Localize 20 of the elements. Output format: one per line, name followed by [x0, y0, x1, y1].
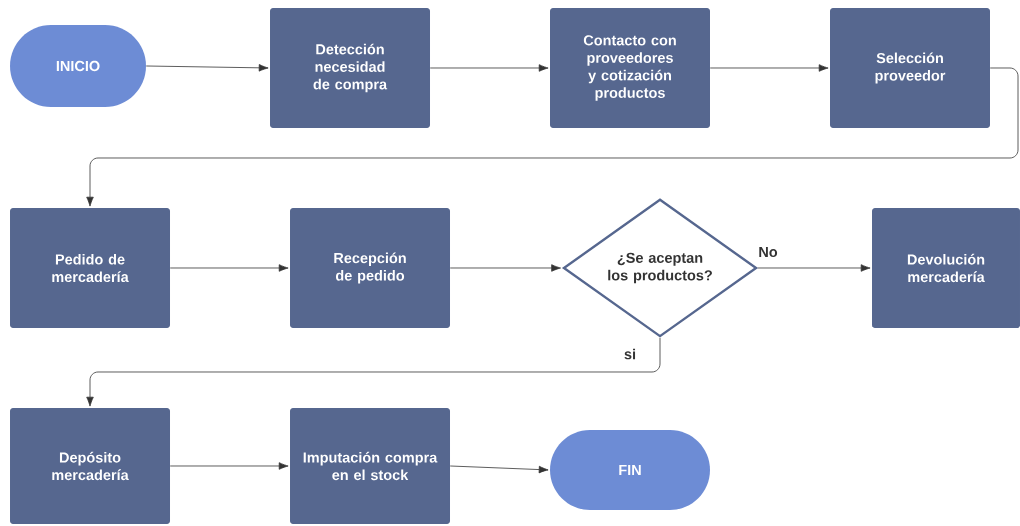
process-box: Imputación compra en el stock [290, 408, 450, 524]
edge-label: No [757, 245, 779, 259]
process-box: Contacto con proveedores y cotización productos [550, 8, 710, 128]
process-box: Recepción de pedido [290, 208, 450, 328]
process-box: Selección proveedor [830, 8, 990, 128]
process-box: Devolución mercadería [872, 208, 1020, 328]
arrow [709, 64, 829, 72]
edge-label: si [622, 347, 638, 361]
process-box: Detección necesidad de compra [270, 8, 430, 128]
arrow [86, 67, 1019, 207]
arrow [86, 337, 661, 407]
arrow [449, 465, 549, 474]
arrow [449, 264, 561, 272]
arrow [169, 462, 289, 470]
arrow [145, 64, 269, 72]
arrow [757, 264, 871, 272]
arrow [169, 264, 289, 272]
arrow [429, 64, 549, 72]
process-box: Depósito mercadería [10, 408, 170, 524]
process-box: Pedido de mercadería [10, 208, 170, 328]
